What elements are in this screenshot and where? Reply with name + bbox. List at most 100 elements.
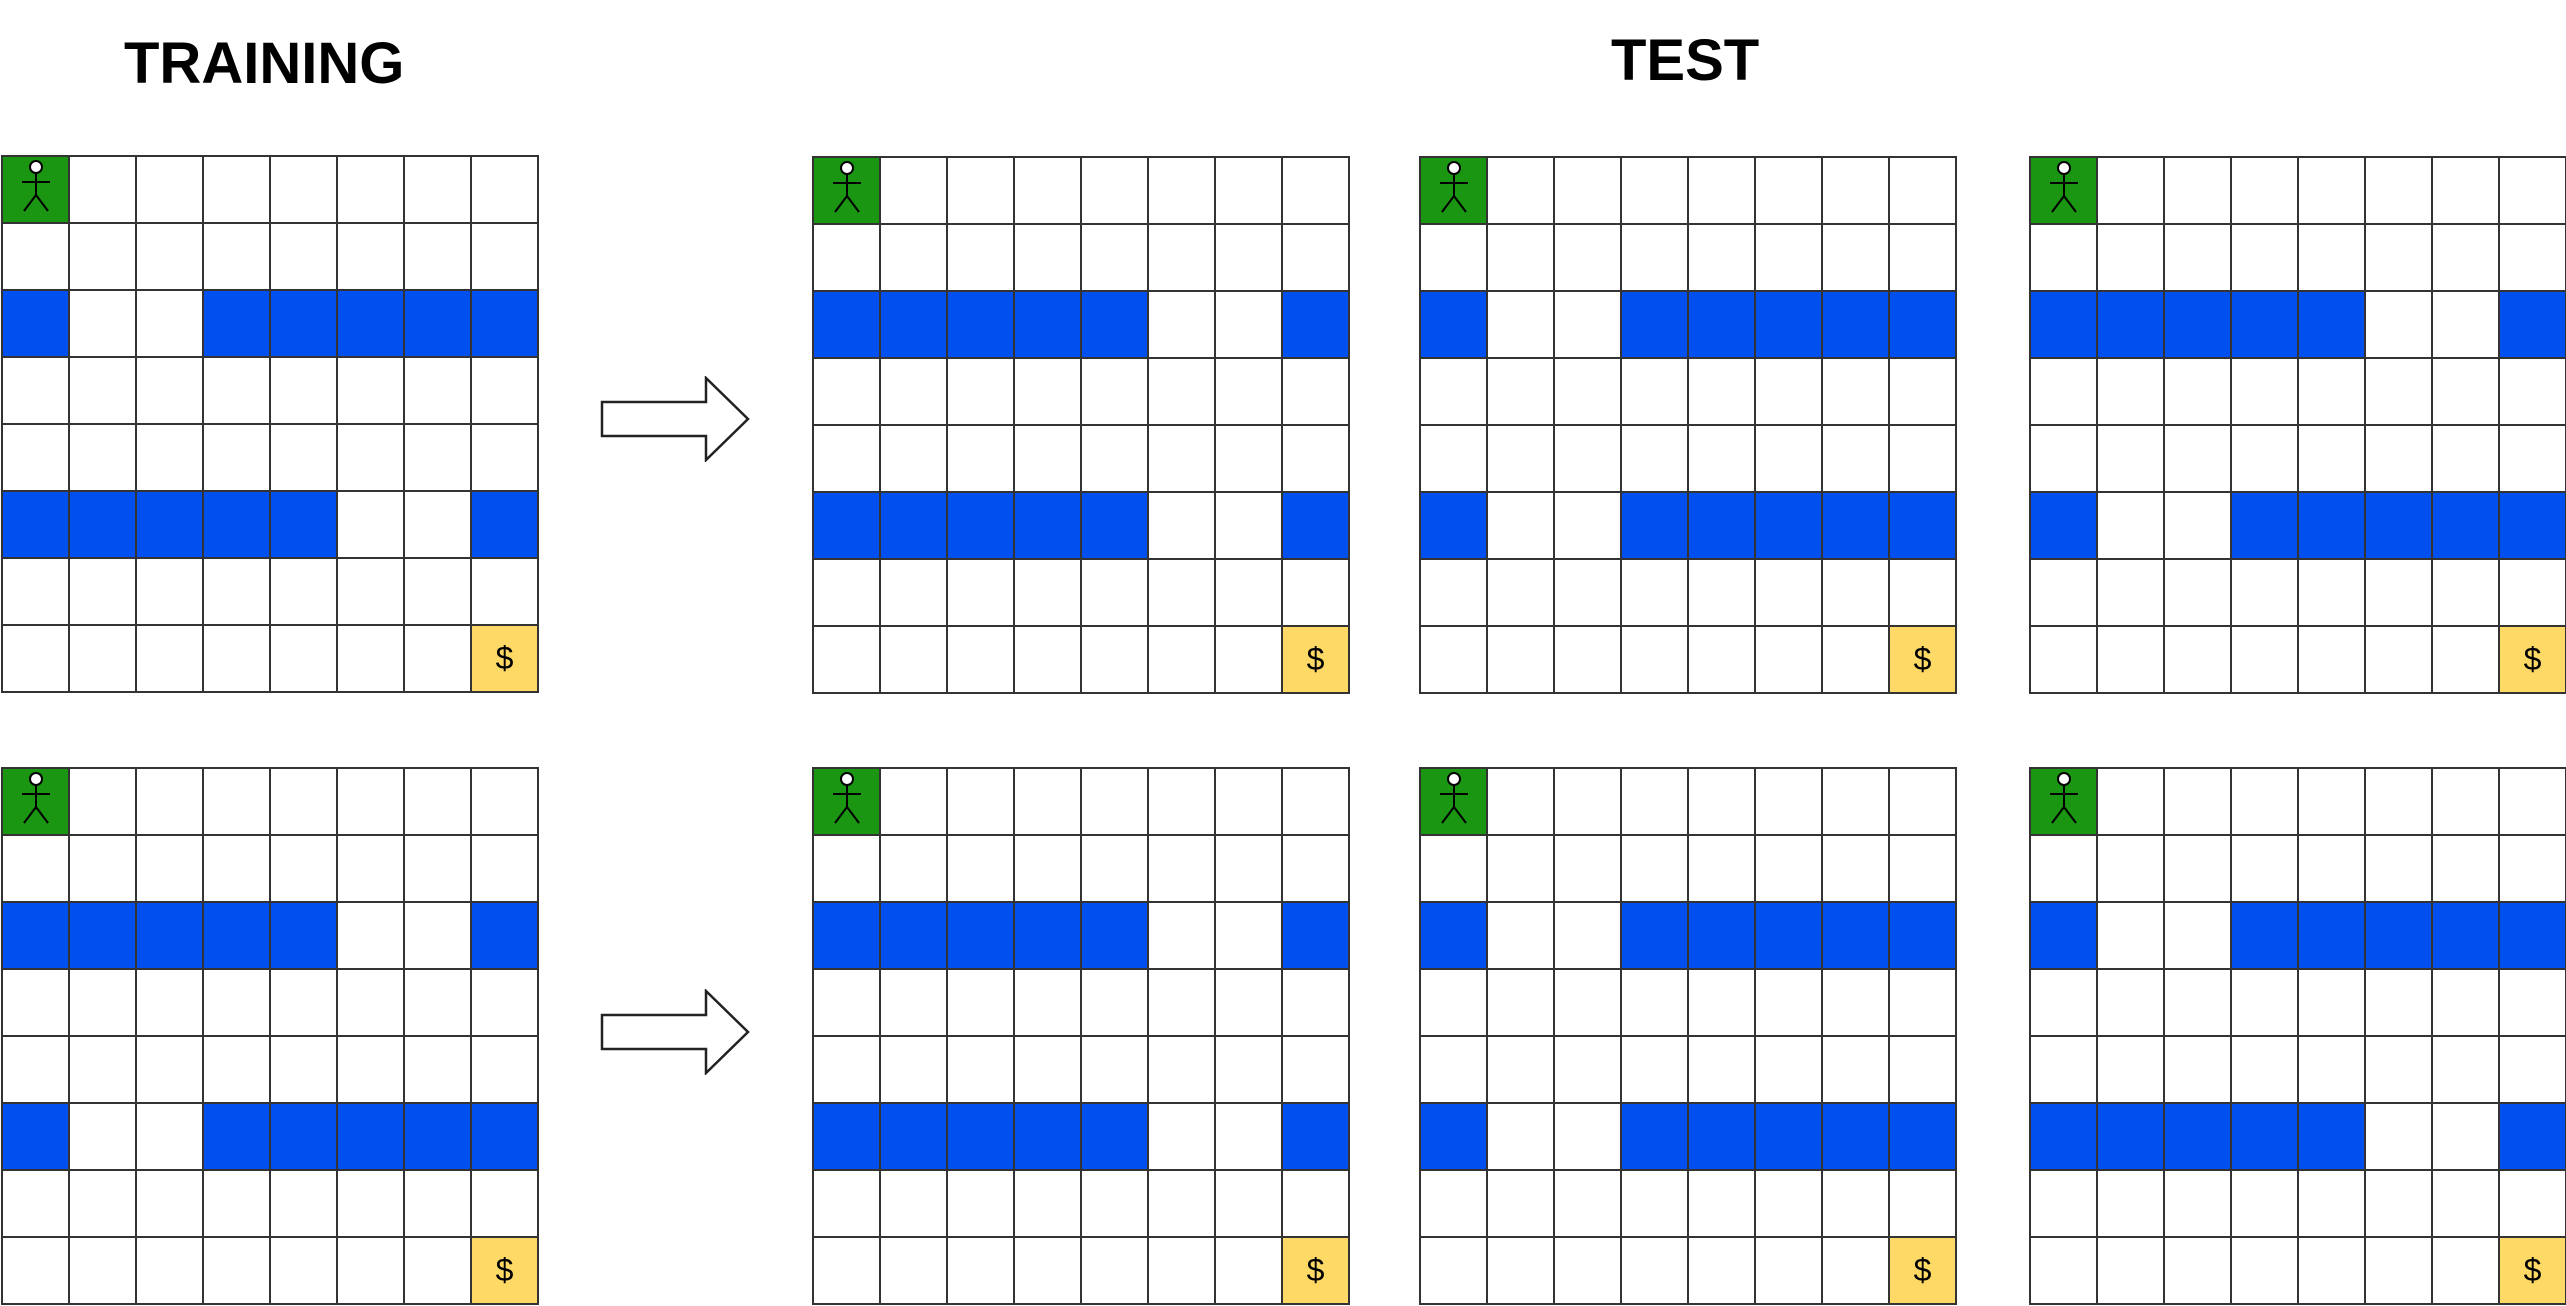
- empty-cell: [338, 224, 405, 291]
- empty-cell: [1015, 225, 1082, 292]
- empty-cell: [1283, 836, 1350, 903]
- empty-cell: [2098, 627, 2165, 694]
- empty-cell: [948, 426, 1015, 493]
- empty-cell: [2366, 1104, 2433, 1171]
- wall-cell: [814, 903, 881, 970]
- empty-cell: [405, 559, 472, 626]
- training-grid-1: $: [1, 155, 539, 693]
- empty-cell: [1015, 158, 1082, 225]
- wall-cell: [2165, 1104, 2232, 1171]
- empty-cell: [204, 224, 271, 291]
- empty-cell: [1082, 970, 1149, 1037]
- wall-cell: [1689, 292, 1756, 359]
- empty-cell: [1756, 225, 1823, 292]
- empty-cell: [1488, 903, 1555, 970]
- empty-cell: [1756, 158, 1823, 225]
- wall-cell: [3, 1104, 70, 1171]
- empty-cell: [948, 1171, 1015, 1238]
- empty-cell: [1622, 1171, 1689, 1238]
- empty-cell: [405, 903, 472, 970]
- empty-cell: [338, 970, 405, 1037]
- empty-cell: [1689, 1238, 1756, 1305]
- empty-cell: [1689, 1171, 1756, 1238]
- goal-cell: $: [2500, 1238, 2566, 1305]
- test-grid-1-2: $: [1419, 156, 1957, 694]
- wall-cell: [3, 291, 70, 358]
- empty-cell: [1622, 769, 1689, 836]
- empty-cell: [1756, 1171, 1823, 1238]
- empty-cell: [2031, 426, 2098, 493]
- test-grid-2-3: $: [2029, 767, 2566, 1305]
- wall-cell: [1082, 292, 1149, 359]
- empty-cell: [137, 626, 204, 693]
- empty-cell: [1689, 769, 1756, 836]
- wall-cell: [2299, 292, 2366, 359]
- empty-cell: [2299, 1238, 2366, 1305]
- right-arrow-icon: [600, 376, 750, 462]
- empty-cell: [3, 1037, 70, 1104]
- empty-cell: [2500, 225, 2566, 292]
- empty-cell: [2500, 359, 2566, 426]
- wall-cell: [472, 291, 539, 358]
- wall-cell: [1756, 1104, 1823, 1171]
- empty-cell: [1149, 560, 1216, 627]
- empty-cell: [1622, 970, 1689, 1037]
- stick-figure-icon: [2036, 158, 2092, 223]
- empty-cell: [2433, 1104, 2500, 1171]
- empty-cell: [2500, 836, 2566, 903]
- empty-cell: [405, 1238, 472, 1305]
- empty-cell: [1488, 560, 1555, 627]
- empty-cell: [2299, 836, 2366, 903]
- empty-cell: [948, 1238, 1015, 1305]
- dollar-sign: $: [495, 640, 514, 676]
- empty-cell: [204, 358, 271, 425]
- empty-cell: [1283, 970, 1350, 1037]
- empty-cell: [137, 224, 204, 291]
- wall-cell: [2500, 903, 2566, 970]
- empty-cell: [2433, 970, 2500, 1037]
- empty-cell: [1283, 560, 1350, 627]
- empty-cell: [1823, 836, 1890, 903]
- wall-cell: [1082, 903, 1149, 970]
- stick-figure-icon: [1426, 769, 1482, 834]
- wall-cell: [204, 291, 271, 358]
- empty-cell: [1149, 158, 1216, 225]
- goal-cell: $: [1890, 627, 1957, 694]
- empty-cell: [2500, 426, 2566, 493]
- empty-cell: [1488, 836, 1555, 903]
- empty-cell: [137, 970, 204, 1037]
- empty-cell: [405, 626, 472, 693]
- empty-cell: [1421, 225, 1488, 292]
- empty-cell: [2165, 903, 2232, 970]
- empty-cell: [1823, 560, 1890, 627]
- empty-cell: [2098, 1171, 2165, 1238]
- agent-cell: [1421, 158, 1488, 225]
- empty-cell: [1082, 1238, 1149, 1305]
- empty-cell: [3, 970, 70, 1037]
- empty-cell: [271, 425, 338, 492]
- wall-cell: [2366, 903, 2433, 970]
- empty-cell: [1216, 1037, 1283, 1104]
- empty-cell: [1216, 1238, 1283, 1305]
- wall-cell: [2165, 292, 2232, 359]
- wall-cell: [1283, 292, 1350, 359]
- empty-cell: [271, 1238, 338, 1305]
- wall-cell: [405, 1104, 472, 1171]
- stick-figure-icon: [2036, 769, 2092, 834]
- empty-cell: [204, 157, 271, 224]
- empty-cell: [271, 626, 338, 693]
- wall-cell: [1823, 1104, 1890, 1171]
- empty-cell: [1216, 426, 1283, 493]
- empty-cell: [2165, 769, 2232, 836]
- empty-cell: [2165, 560, 2232, 627]
- empty-cell: [1488, 493, 1555, 560]
- empty-cell: [2500, 1037, 2566, 1104]
- wall-cell: [948, 292, 1015, 359]
- empty-cell: [1149, 1104, 1216, 1171]
- wall-cell: [1622, 292, 1689, 359]
- wall-cell: [472, 492, 539, 559]
- empty-cell: [338, 1238, 405, 1305]
- empty-cell: [1823, 627, 1890, 694]
- training-grid-2: $: [1, 767, 539, 1305]
- empty-cell: [948, 627, 1015, 694]
